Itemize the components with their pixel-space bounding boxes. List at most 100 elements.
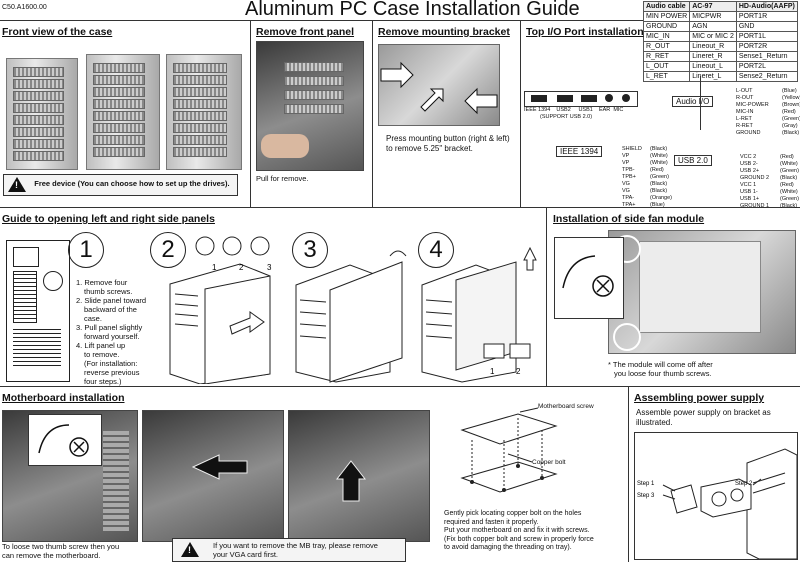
pin-row: USB 2+ (Green) [740, 168, 799, 175]
instruction-line: (Fix both copper bolt and screw in prope… [444, 535, 594, 543]
instruction-line: Put your motherboard on and fix it with … [444, 527, 590, 535]
table-cell: L_RET [642, 71, 691, 82]
screw-callout [554, 237, 624, 319]
warning-icon: ! [8, 177, 26, 192]
ieee-label: IEEE 1394 [556, 146, 603, 157]
pin-row: TPB- (Red) [622, 167, 664, 174]
io-port-labels: IEEE 1394 USB2 USB1 EAR MIC [524, 107, 644, 114]
pin-color: (Blue) [650, 202, 665, 208]
side-fan-caption: * The module will come off after you loo… [608, 360, 713, 378]
caption-line: To loose two thumb screw then you [2, 542, 120, 551]
divider [0, 207, 800, 208]
pin-color: (Red) [782, 109, 796, 115]
screw-callout [28, 414, 102, 466]
step-label: Step 1 [637, 481, 655, 487]
pin-row: R-OUT (Yellow) [736, 95, 800, 102]
arrow-down-left-icon [420, 88, 444, 112]
table-cell: Lineret_R [689, 51, 737, 62]
instruction-line: four steps.) [84, 377, 122, 386]
pin-color: (Black) [650, 188, 668, 194]
step-number: 3 [292, 232, 328, 268]
pin-name: TPB- [622, 167, 635, 173]
pin-row: VCC 1 (Red) [740, 182, 794, 189]
free-device-warning: ! Free device (You can choose how to set… [3, 174, 238, 196]
instruction-line: backward of the case. [84, 305, 137, 323]
pin-row: R-RET (Gray) [736, 123, 798, 130]
model-code: C50.A1600.00 [2, 4, 47, 11]
warning-text: Free device (You can choose how to set u… [34, 179, 230, 188]
caption: Press mounting button (right & left) to … [386, 134, 510, 153]
curved-arrow-icon [389, 250, 407, 257]
pin-color: (Orange) [650, 195, 673, 201]
section-heading: Top I/O Port installation [526, 26, 644, 38]
motherboard-caption: To loose two thumb screw then you can re… [2, 542, 119, 560]
section-heading: Remove mounting bracket [378, 26, 510, 38]
step-number: 2 [150, 232, 186, 268]
usb-support-note: (SUPPORT USB 2.0) [540, 114, 593, 120]
side-panel-instructions: 1. Remove four thumb screws. 2. Slide pa… [76, 278, 156, 386]
pin-row: L-OUT (Blue) [736, 88, 797, 95]
table-cell: AGN [689, 21, 737, 32]
usb-label: USB 2.0 [674, 155, 712, 166]
instruction-line: required and fasten it properly. [444, 518, 539, 526]
pin-color: (Gray) [782, 123, 798, 129]
table-header: HD-Audio(AAFP) [735, 1, 798, 12]
pin-color: (Red) [780, 182, 794, 188]
pin-name: USB 2+ [740, 168, 760, 174]
caption-line: can remove the motherboard. [2, 551, 101, 560]
page-title: Aluminum PC Case Installation Guide [245, 0, 580, 20]
table-header: Audio cable [642, 1, 691, 12]
pin-color: (Yellow) [782, 95, 800, 101]
instruction-line: Gently pick locating copper bolt on the … [444, 510, 582, 517]
section-heading: Assembling power supply [634, 392, 765, 404]
step3-drawing [295, 250, 407, 383]
table-cell: Lineout_L [689, 61, 737, 72]
screw-label: 3 [267, 263, 272, 272]
pin-name: VCC 1 [740, 182, 757, 188]
audio-cable-table: Audio cable AC-97 HD-Audio(AAFP) MIN POW… [642, 1, 798, 82]
caption-line: * The module will come off after [608, 360, 713, 369]
pin-name: GROUND [736, 130, 761, 136]
arrow-right-icon [229, 311, 265, 335]
pin-color: (Red) [650, 167, 664, 173]
instruction-line: 3. Pull panel slightly [76, 323, 143, 332]
section-heading: Remove front panel [256, 26, 355, 38]
table-cell: MIN POWER [642, 11, 691, 22]
step-number: 1 [68, 232, 104, 268]
divider [250, 20, 251, 207]
pin-name: R-OUT [736, 95, 754, 101]
hand-image [261, 134, 309, 158]
section-heading: Installation of side fan module [553, 213, 705, 225]
pin-name: USB 1+ [740, 196, 760, 202]
pin-name: VCC 2 [740, 154, 757, 160]
pin-row: VG (Black) [622, 188, 667, 195]
divider [546, 207, 547, 386]
pin-row: USB 1- (White) [740, 189, 798, 196]
caption-line: you loose four thumb screws. [614, 369, 712, 378]
table-cell: R_RET [642, 51, 691, 62]
step4-drawing: 1 2 [421, 246, 537, 383]
pin-color: (Red) [780, 154, 794, 160]
pin-color: (White) [650, 160, 668, 166]
pin-name: USB 2- [740, 161, 758, 167]
pin-color: (Blue) [782, 88, 797, 94]
motherboard-tray-diagram [460, 407, 558, 493]
pin-name: USB 1- [740, 189, 758, 195]
pin-name: MIC-POWER [736, 102, 769, 108]
pin-name: GROUND 1 [740, 203, 770, 209]
table-cell: PORT1R [735, 11, 798, 22]
section-heading: Front view of the case [2, 26, 113, 38]
pin-row: L-RET (Green) [736, 116, 800, 123]
pin-color: (Black) [780, 175, 798, 181]
motherboard-screw-label: Motherboard screw [538, 403, 594, 410]
pin-color: (Black) [650, 181, 668, 187]
table-header: AC-97 [689, 1, 737, 12]
power-supply-diagram: Step 1 Step 2 Step 3 [634, 432, 798, 560]
thumb-screw-icon [38, 424, 89, 457]
mb-tray-warning: ! If you want to remove the MB tray, ple… [172, 538, 406, 562]
motherboard-photo-3 [288, 410, 430, 542]
pin-color: (White) [780, 161, 798, 167]
table-cell: PORT2L [735, 61, 798, 72]
instruction-line: to avoid damaging the threading on tray)… [444, 544, 572, 552]
lift-label: 2 [516, 367, 521, 376]
